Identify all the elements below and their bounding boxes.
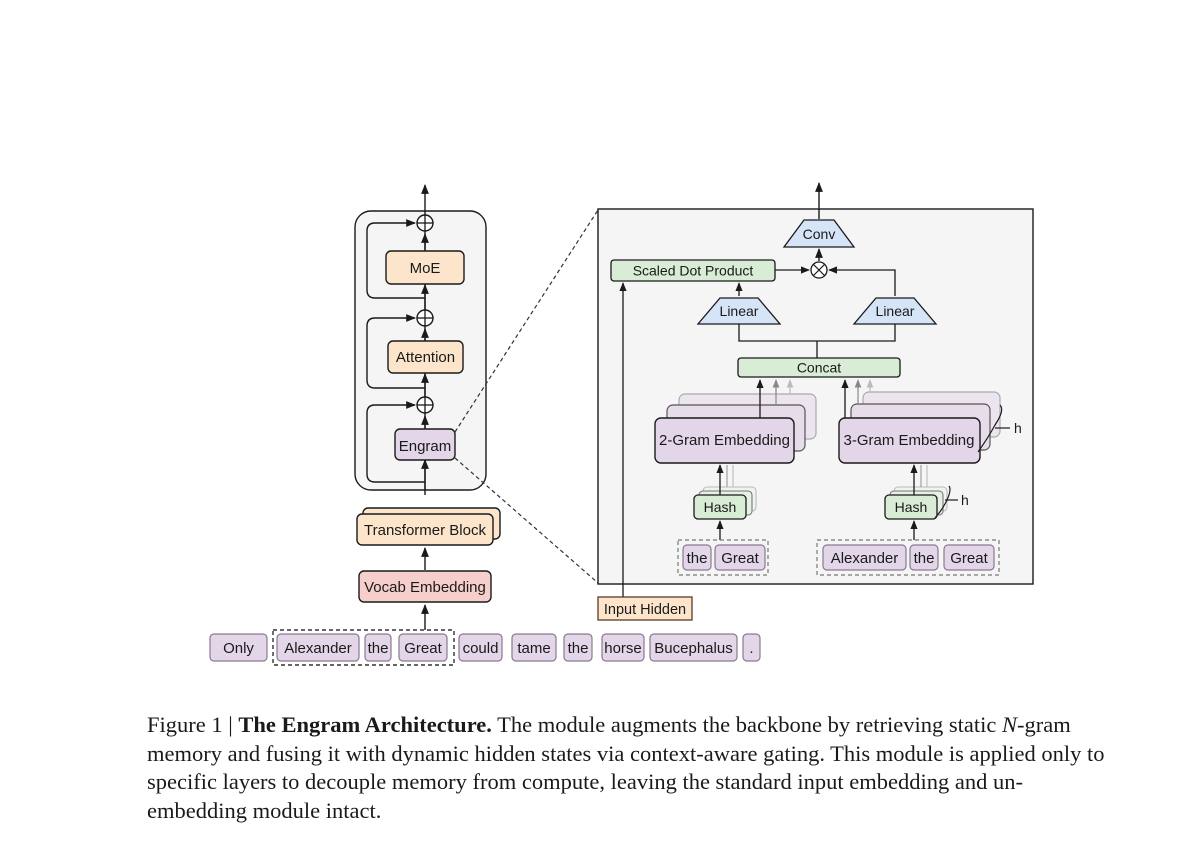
three-gram-token-chip: [943, 544, 995, 571]
zoom-guide-bottom: [454, 457, 599, 584]
linear-left-block: [696, 297, 782, 325]
concat-block: [737, 357, 901, 378]
input-token-text: the: [368, 640, 389, 657]
input-token-chip: [276, 633, 360, 662]
backbone: MoE Attention Engram Transformer Block V…: [272, 184, 501, 666]
residual-loop-engram: [366, 401, 425, 483]
three-gram-token-text: Great: [950, 550, 988, 567]
zoom-guide-top: [454, 209, 599, 433]
concat-label: Concat: [797, 360, 841, 376]
input-token-chip: [511, 633, 557, 662]
input-token-text: Only: [223, 640, 254, 657]
three-gram-token-text: the: [914, 550, 935, 567]
conv-label: Conv: [803, 226, 836, 242]
input-hidden-block: [597, 596, 693, 621]
heads-brace-embedding: [977, 404, 1003, 453]
vocab-embedding-block: [358, 570, 492, 603]
moe-label: MoE: [410, 260, 441, 277]
two-gram-token-chip: [682, 544, 712, 571]
caption-italic-n: N: [1001, 712, 1017, 737]
three-gram-token-chip: [822, 544, 907, 571]
heads-label-hash: h: [961, 492, 969, 508]
input-token-text: horse: [604, 640, 642, 657]
input-token-chip: [601, 633, 645, 662]
engram-module-panel: Conv Scaled Dot Product Linear Linear Co…: [597, 182, 1034, 597]
linear-right-label: Linear: [876, 303, 915, 319]
input-token-chip: [563, 633, 593, 662]
input-token-text: Great: [404, 640, 442, 657]
three-gram-token-text: Alexander: [831, 550, 899, 567]
vocab-embedding-label: Vocab Embedding: [364, 579, 486, 596]
hash-right-label: Hash: [895, 499, 928, 515]
input-token-row: Only Alexander the Great could tame the horse Bu…: [209, 633, 761, 662]
moe-block: [385, 250, 465, 285]
two-gram-token-box: [677, 539, 769, 576]
heads-label-embedding: h: [1014, 420, 1022, 436]
caption-text-1: The module augments the backbone by retr…: [491, 712, 1002, 737]
three-gram-token-box: [816, 539, 1000, 576]
input-token-chip: [649, 633, 738, 662]
conv-block: [782, 219, 856, 248]
input-token-text: Alexander: [284, 640, 352, 657]
input-token-chip: [398, 633, 448, 662]
two-gram-embedding-block: [654, 417, 795, 464]
scaled-dot-product-label: Scaled Dot Product: [633, 263, 754, 279]
residual-loop-attention: [366, 314, 425, 389]
figure-caption: Figure 1 | The Engram Architecture. The …: [147, 711, 1107, 825]
input-token-text: .: [749, 640, 753, 657]
ngram-span-box: [272, 629, 455, 666]
linear-left-label: Linear: [720, 303, 759, 319]
two-gram-tokens: the Great: [682, 544, 766, 571]
two-gram-token-chip: [714, 544, 766, 571]
three-gram-token-chip: [909, 544, 939, 571]
input-token-chip: [458, 633, 503, 662]
transformer-block: [356, 513, 494, 546]
heads-brace-hash: [934, 485, 951, 519]
linear-right-block: [852, 297, 938, 325]
two-gram-token-text: Great: [721, 550, 759, 567]
input-token-text: could: [463, 640, 499, 657]
add-node-middle: [416, 309, 434, 327]
residual-loop-moe: [366, 219, 425, 299]
input-token-chip: [742, 633, 761, 662]
three-gram-tokens: Alexander the Great: [822, 544, 995, 571]
add-node-top: [416, 214, 434, 232]
hash-right-block: [884, 494, 938, 520]
input-token-text: the: [568, 640, 589, 657]
engram-label: Engram: [399, 438, 452, 455]
input-hidden-label: Input Hidden: [604, 602, 686, 618]
three-gram-embedding-block: [838, 417, 981, 464]
add-node-bottom: [416, 396, 434, 414]
two-gram-token-text: the: [687, 550, 708, 567]
input-token-text: tame: [517, 640, 550, 657]
engram-architecture-diagram: MoE Attention Engram Transformer Block V…: [209, 182, 1034, 666]
two-gram-embedding-label: 2-Gram Embedding: [659, 432, 790, 449]
figure-number: Figure 1 |: [147, 712, 239, 737]
input-token-chip: [364, 633, 392, 662]
engram-block: [394, 428, 456, 461]
figure-title: The Engram Architecture.: [238, 712, 492, 737]
input-token-text: Bucephalus: [654, 640, 732, 657]
three-gram-embedding-label: 3-Gram Embedding: [844, 432, 975, 449]
multiply-gate-node: [810, 261, 828, 279]
caption-text-2: -gram memory and fusing it with dynamic …: [147, 712, 1105, 823]
input-token-chip: [209, 633, 268, 662]
hash-left-label: Hash: [704, 499, 737, 515]
attention-label: Attention: [396, 349, 455, 366]
attention-block: [387, 340, 464, 374]
transformer-block-label: Transformer Block: [364, 522, 486, 539]
